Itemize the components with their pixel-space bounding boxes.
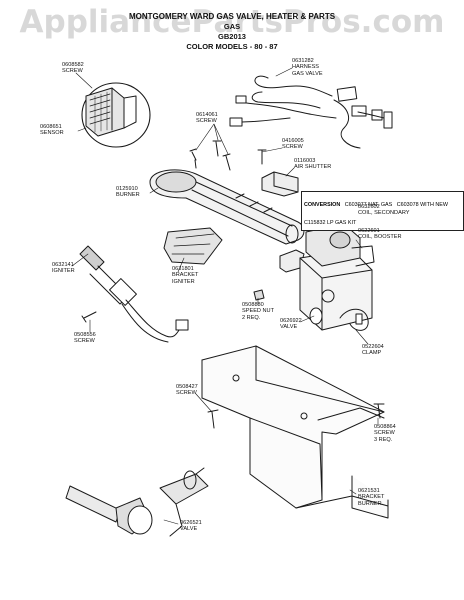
callout-burner-0125910: 0125910 BURNER: [116, 186, 140, 199]
part-desc: 2 REQ.: [242, 314, 261, 321]
part-number: 0508880: [242, 302, 264, 308]
clamp-part: [339, 308, 369, 331]
part-number: 0631282: [292, 58, 314, 64]
watermark: AppliancePartsPros.com: [19, 4, 445, 40]
callout-valve-0626922: 0626922 VALVE: [280, 318, 302, 331]
part-name: BRACKET: [172, 272, 199, 279]
part-number: 0626922: [280, 318, 302, 324]
part-number: 0626521: [180, 520, 202, 526]
part-number: 0522604: [362, 344, 384, 350]
callout-screw-0608582: 0608582 SCREW: [62, 62, 84, 75]
callout-bracket-igniter-0631801: 0631801 BRACKET IGNITER: [172, 266, 198, 285]
part-name: AIR SHUTTER: [294, 164, 332, 171]
part-name: VALVE: [180, 526, 198, 533]
part-number: 0608651: [40, 124, 62, 130]
callout-air-shutter-0116003: 0116003 AIR SHUTTER: [294, 158, 331, 171]
diagram-model-number: GB2013: [218, 32, 246, 41]
part-number: 0416005: [282, 138, 304, 144]
part-name: BRACKET: [358, 494, 385, 501]
conversion-kit-line: C115832 LP GAS KIT: [304, 220, 357, 226]
callout-coil-secondary-0632602: 0632602 COIL, SECONDARY: [358, 204, 410, 217]
diagram-subtitle-gas: GAS: [223, 22, 241, 31]
part-name: HARNESS: [292, 64, 320, 71]
part-name: SCREW: [74, 338, 95, 345]
conversion-kit-line: C603077 NAT. GAS: [344, 202, 393, 208]
part-number: 0508864: [374, 424, 396, 430]
part-number: 0632602: [358, 204, 380, 210]
part-name: SCREW: [176, 390, 197, 397]
callout-screw-0508427: 0508427 SCREW: [176, 384, 198, 397]
callout-screw-0508556: 0508556 SCREW: [74, 332, 96, 345]
callout-clamp-0522604: 0522604 CLAMP: [362, 344, 384, 357]
conversion-kit-title: CONVERSION: [304, 202, 341, 208]
part-number: 0608582: [62, 62, 84, 68]
part-name: IGNITER: [52, 268, 75, 275]
callout-valve-0626521: 0626521 VALVE: [180, 520, 202, 533]
valve-bottom-part: [65, 467, 209, 537]
part-number: 0622601: [358, 228, 380, 234]
part-number: 0614061: [196, 112, 218, 118]
callout-sensor-0608651: 0608651 SENSOR: [40, 124, 64, 137]
part-name: SENSOR: [40, 130, 64, 137]
diagram-color-models: COLOR MODELS - 80 - 87: [186, 42, 278, 51]
callout-screw-0416005: 0416005 SCREW: [282, 138, 304, 151]
igniter-bracket-part: [163, 227, 223, 265]
conversion-kit-box: CONVERSION C603077 NAT. GAS C603078 WITH…: [301, 191, 464, 231]
part-desc: IGNITER: [172, 278, 195, 285]
part-name: SCREW: [196, 118, 217, 125]
callout-screw-0614061: 0614061 SCREW: [196, 112, 218, 125]
diagram-title: MONTGOMERY WARD GAS VALVE, HEATER & PART…: [128, 12, 336, 21]
part-number: 0621531: [358, 488, 380, 494]
screw-parts: [189, 140, 267, 171]
igniter-part: [79, 245, 189, 343]
part-number: 0508427: [176, 384, 198, 390]
callout-speed-nut-0508880: 0508880 SPEED NUT 2 REQ.: [242, 302, 274, 321]
callout-screw-0508864: 0508864 SCREW 3 REQ.: [374, 424, 396, 443]
lower-screw-parts: [81, 311, 385, 429]
callout-coil-booster-0622601: 0622601 COIL, BOOSTER: [358, 228, 402, 241]
callout-igniter-0632141: 0632141 IGNITER: [52, 262, 75, 275]
sensor-inset: [81, 82, 151, 148]
conversion-kit-line: C603078 WITH NEW: [396, 202, 448, 208]
callout-bracket-burner-0621531: 0621531 BRACKET BURNER: [358, 488, 384, 507]
part-number: 0631801: [172, 266, 194, 272]
part-name: CLAMP: [362, 350, 382, 357]
part-name: VALVE: [280, 324, 298, 331]
part-name: SCREW: [374, 430, 395, 437]
part-number: 0632141: [52, 262, 74, 268]
gas-valve-part: [299, 223, 375, 331]
part-desc: BURNER: [358, 500, 382, 507]
part-name: COIL, BOOSTER: [358, 234, 402, 241]
part-number: 0508556: [74, 332, 96, 338]
part-desc: GAS VALVE: [292, 70, 323, 77]
part-number: 0116003: [294, 158, 316, 164]
part-name: BURNER: [116, 192, 140, 199]
part-desc: 3 REQ.: [374, 436, 393, 443]
part-name: SCREW: [282, 144, 303, 151]
burner-bracket-part: [201, 345, 389, 519]
part-name: COIL, SECONDARY: [358, 210, 410, 217]
burner-part: [149, 169, 305, 245]
harness-part: [229, 75, 393, 149]
part-name: SCREW: [62, 68, 83, 75]
callout-leader-lines: [71, 67, 379, 525]
part-name: SPEED NUT: [242, 308, 275, 315]
part-number: 0125910: [116, 186, 138, 192]
callout-harness-0631282: 0631282 HARNESS GAS VALVE: [292, 58, 323, 77]
speed-nut-part: [253, 289, 265, 301]
